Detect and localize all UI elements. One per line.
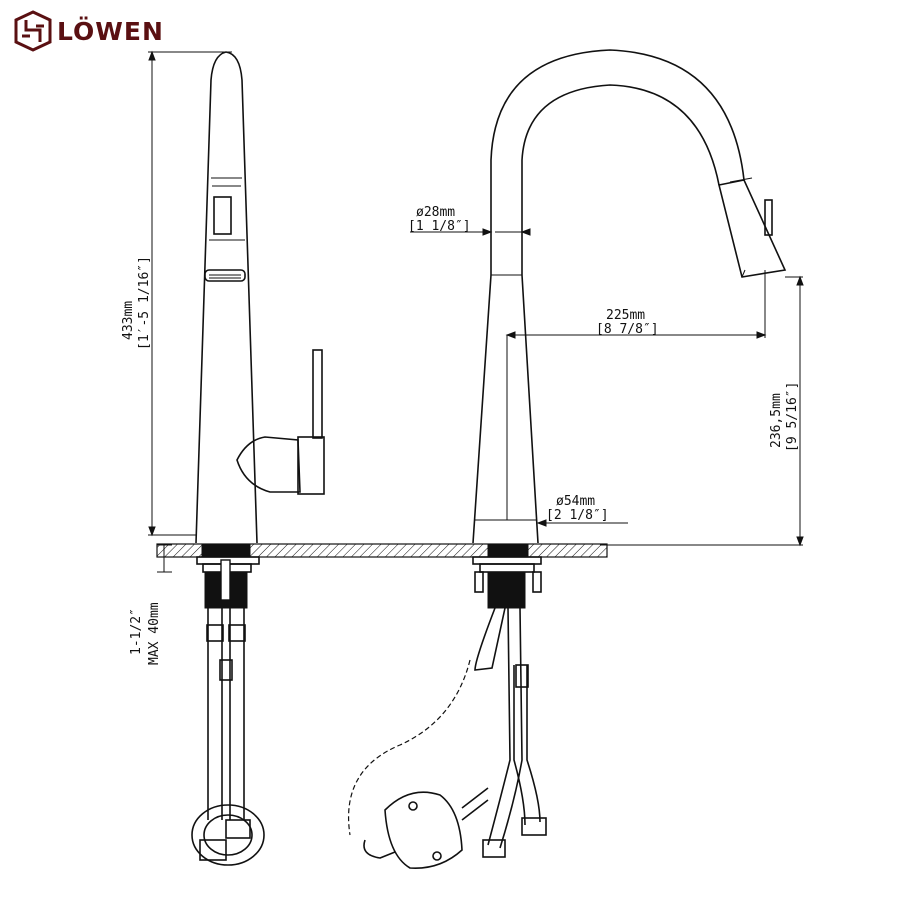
- dim-height-total: 433mm: [121, 301, 136, 340]
- dimension-labels: 433mm [1′-5 1/16″] ø28mm [1 1/8″] 225mm …: [121, 205, 800, 665]
- dim-base-diameter: ø54mm: [556, 494, 595, 509]
- dim-height-total-imperial: [1′-5 1/16″]: [137, 256, 152, 350]
- front-view: [348, 49, 804, 869]
- side-view: [148, 50, 608, 866]
- dim-reach-imperial: [8 7/8″]: [596, 322, 659, 337]
- dim-spout-diameter: ø28mm: [416, 205, 455, 220]
- dim-base-diameter-imperial: [2 1/8″]: [546, 508, 609, 523]
- dim-spout-height-imperial: [9 5/16″]: [785, 382, 800, 452]
- dim-spout-diameter-imperial: [1 1/8″]: [408, 219, 471, 234]
- brand-name: LÖWEN: [57, 16, 164, 46]
- brand-logo: LÖWEN: [14, 10, 164, 52]
- dim-deck-thickness: 1-1/2″: [129, 608, 144, 655]
- dim-deck-thickness-max: MAX 40mm: [147, 602, 162, 665]
- dim-spout-height: 236,5mm: [769, 393, 784, 448]
- logo-mark-icon: [14, 10, 52, 52]
- dim-reach: 225mm: [606, 308, 645, 323]
